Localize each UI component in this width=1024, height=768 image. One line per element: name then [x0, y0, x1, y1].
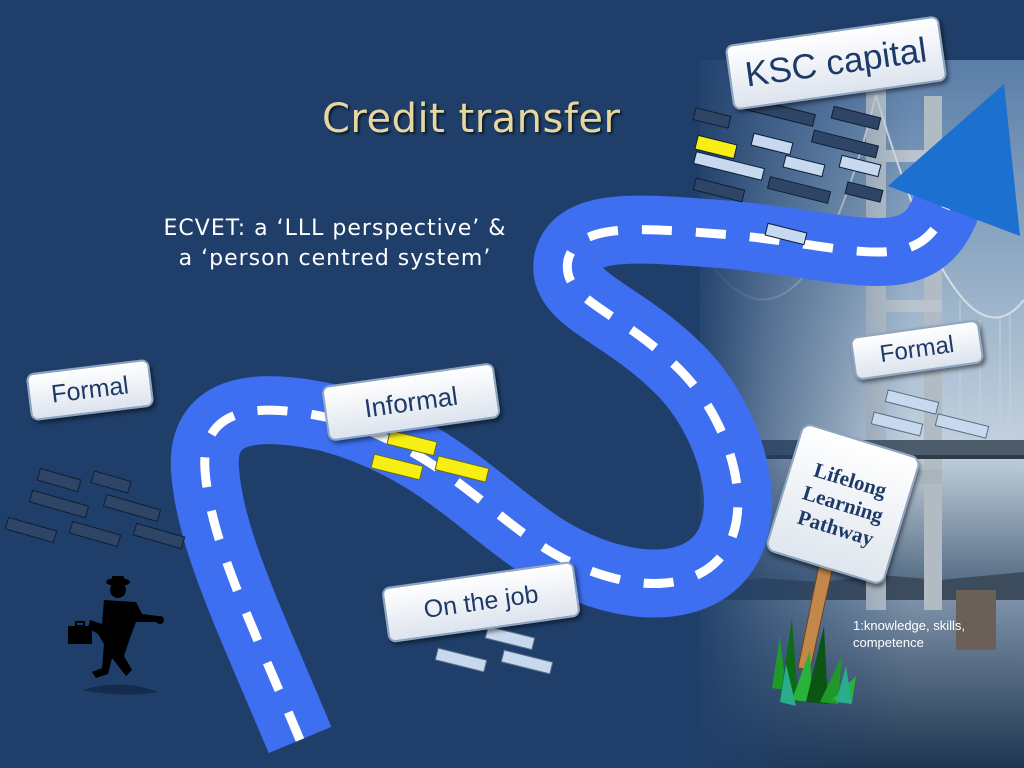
walking-man-with-briefcase-icon — [68, 576, 164, 695]
page-subtitle: ECVET: a ‘LLL perspective’ & a ‘person c… — [140, 214, 530, 274]
on-the-job-block-cluster — [434, 625, 554, 675]
ksc-block-cluster — [692, 97, 884, 246]
footnote: 1:knowledge, skills, competence — [853, 617, 1013, 651]
triangle-arrowhead-icon — [888, 84, 1020, 236]
footnote-text: :knowledge, skills, competence — [853, 618, 966, 650]
page-title: Credit transfer — [322, 96, 621, 142]
road-dashes — [200, 178, 960, 742]
informal-block-cluster — [370, 429, 490, 483]
grass-tuft-icon — [772, 618, 856, 706]
subtitle-line-1: ECVET: a ‘LLL perspective’ & — [163, 216, 507, 241]
footnote-marker: 1 — [853, 618, 861, 633]
pathway-sign-post — [772, 559, 856, 706]
formal-left-block-cluster — [4, 467, 186, 550]
formal-right-block-cluster — [870, 389, 990, 439]
subtitle-line-2: a ‘person centred system’ — [178, 246, 492, 271]
